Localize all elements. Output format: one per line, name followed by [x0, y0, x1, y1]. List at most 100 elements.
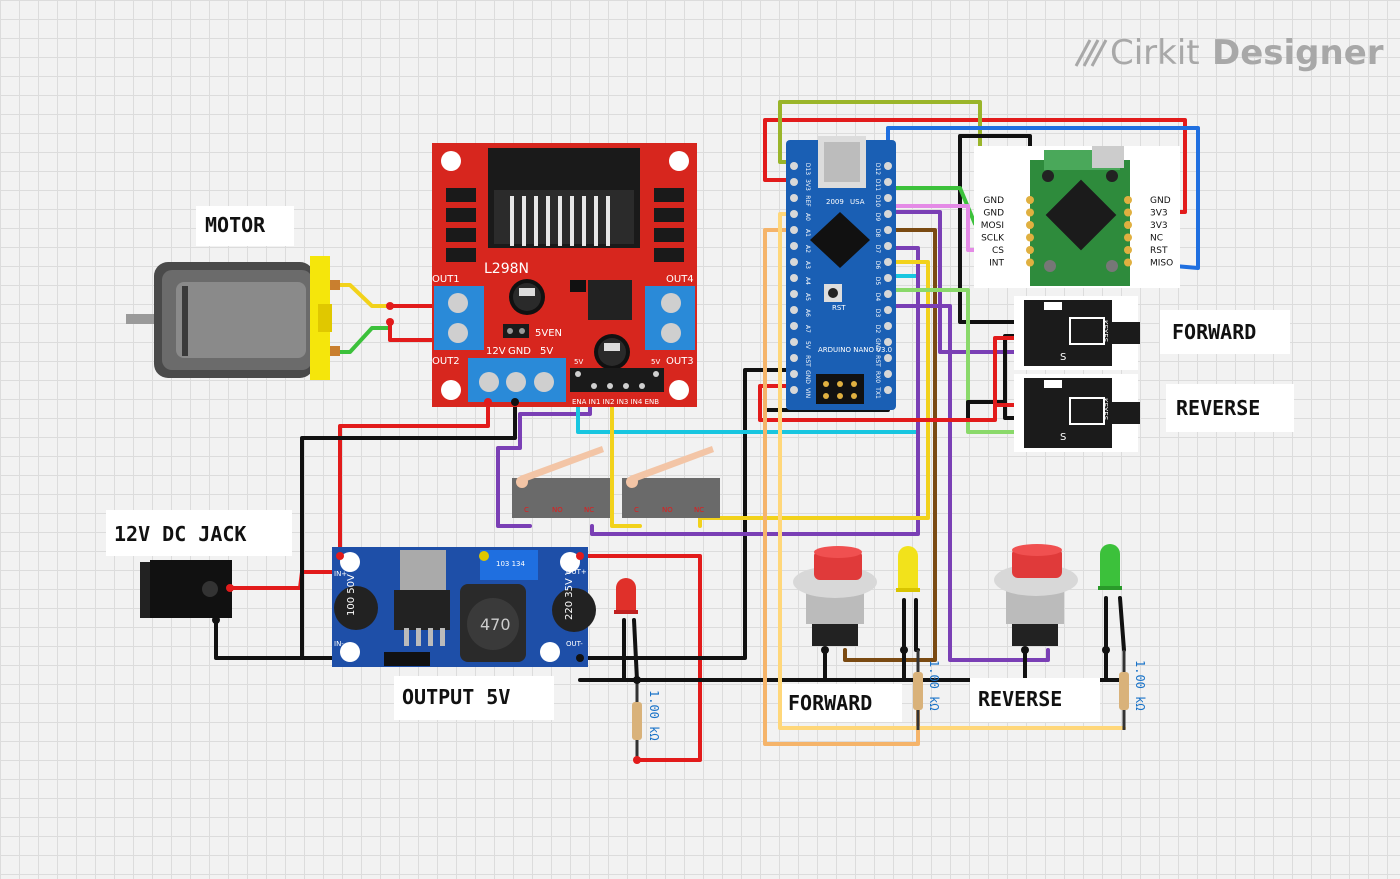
nfc-left-pins-pin-3[interactable]	[1026, 233, 1034, 242]
nfc-right-pins-pin-4[interactable]	[1124, 246, 1132, 254]
l298n-out1: OUT1	[432, 274, 460, 285]
wire-led1-res	[914, 598, 920, 652]
nfc-left-pins-label-3: SCLK	[981, 234, 1005, 244]
motor-label-text: MOTOR	[205, 213, 266, 237]
nfc-right-pins-pin-2[interactable]	[1124, 221, 1132, 229]
buck-in-plus: IN+	[334, 570, 347, 578]
limit-switch-1[interactable]: C NO NC	[512, 446, 610, 518]
nano-right-pins-pin-1[interactable]	[884, 178, 892, 186]
limit-switch-2[interactable]: C NO NC	[622, 446, 720, 518]
nano-left-pins-label-11: 5V	[804, 341, 811, 350]
nfc-right-pins-label-2: 3V3	[1150, 221, 1168, 231]
nano-left-pins-pin-1[interactable]	[790, 178, 798, 186]
nano-left-pins-label-3: A0	[804, 213, 811, 221]
nano-right-pins-pin-6[interactable]	[884, 258, 892, 266]
nfc-left-pins-pin-1[interactable]	[1026, 208, 1034, 217]
nfc-right-pins-pin-5[interactable]	[1124, 258, 1132, 267]
nano-left-pins-pin-14[interactable]	[790, 386, 798, 394]
nano-right-pins-pin-12[interactable]	[884, 354, 892, 362]
l298n-out4: OUT4	[666, 274, 694, 285]
resistor-2[interactable]: 1.00 kΩ	[913, 650, 941, 730]
nano-left-pins-pin-4[interactable]	[790, 226, 798, 234]
reverse-sensor-label: REVERSE	[1166, 384, 1294, 432]
wire-brown	[843, 228, 937, 662]
led-green[interactable]	[1098, 544, 1122, 590]
nano-right-pins-label-14: TX1	[874, 386, 881, 399]
nano-left-pins-pin-6[interactable]	[790, 258, 798, 266]
nano-left-pins-pin-11[interactable]	[790, 338, 798, 346]
wire-purple-l298	[496, 384, 592, 528]
dc-motor[interactable]	[126, 256, 340, 380]
nano-right-pins-label-8: D4	[874, 293, 881, 302]
nano-left-pins-pin-7[interactable]	[790, 274, 798, 282]
nano-left-pins-label-0: D13	[804, 163, 811, 175]
nfc-left-pins-pin-5[interactable]	[1026, 258, 1034, 267]
connection-points	[226, 302, 641, 764]
l298n-driver[interactable]: L298N 5VEN OUT1 OUT2 OUT4 OUT3 12V GND 5…	[432, 143, 697, 407]
nano-right-pins-pin-7[interactable]	[884, 274, 892, 282]
nano-left-pins-pin-9[interactable]	[790, 306, 798, 314]
arduino-nano[interactable]: USA 2009 RST ARDUINO NANO V3.0 D133V3REF…	[786, 136, 896, 410]
wire-led2-res	[1118, 596, 1126, 652]
nano-right-pins-label-10: D2	[874, 325, 881, 334]
l298n-gnd: GND	[508, 346, 531, 357]
buck-converter[interactable]: 100 50V VT 220 35V VT 470 103 134 IN+ IN…	[332, 547, 596, 667]
led-yellow[interactable]	[896, 546, 920, 592]
l298n-ctrl-pins: ENA IN1 IN2 IN3 IN4 ENB	[572, 398, 659, 406]
sw1-nc: NC	[584, 506, 594, 514]
nfc-right-pins-pin-0[interactable]	[1124, 196, 1132, 204]
resistor-3[interactable]: 1.00 kΩ	[1119, 650, 1147, 730]
led-red[interactable]	[614, 578, 638, 614]
nano-right-pins-pin-0[interactable]	[884, 162, 892, 170]
nano-left-pins-pin-0[interactable]	[790, 162, 798, 170]
nfc-left-pins-pin-0[interactable]	[1026, 196, 1034, 204]
l298n-out3: OUT3	[666, 356, 694, 367]
resistor-1[interactable]: 1.00 kΩ	[632, 680, 661, 760]
dc-jack[interactable]	[140, 560, 232, 618]
nano-left-pins-pin-13[interactable]	[790, 370, 798, 378]
nfc-right-pins-label-0: GND	[1150, 196, 1171, 206]
nano-right-pins-pin-11[interactable]	[884, 338, 892, 346]
nfc-right-pins-label-3: NC	[1150, 234, 1163, 244]
control-header[interactable]	[570, 368, 664, 392]
wire-out1-b	[388, 320, 442, 342]
nfc-right-pins-pin-1[interactable]	[1124, 208, 1132, 217]
nano-right-pins-pin-3[interactable]	[884, 210, 892, 218]
nfc-left-pins-label-4: CS	[992, 246, 1004, 256]
sensor-forward[interactable]: KEYES S	[1014, 296, 1140, 370]
nano-left-pins-pin-5[interactable]	[790, 242, 798, 250]
nano-left-pins-pin-10[interactable]	[790, 322, 798, 330]
buck-out-plus: OUT+	[566, 568, 587, 576]
sensor-reverse[interactable]: KEYES S	[1014, 374, 1140, 452]
buck-in-minus: IN-	[334, 640, 344, 648]
wire-purple-d3	[886, 304, 1050, 662]
nano-right-pins-pin-10[interactable]	[884, 322, 892, 330]
nano-left-pins-pin-12[interactable]	[790, 354, 798, 362]
sw1-c: C	[524, 506, 529, 514]
nfc-left-pins-pin-4[interactable]	[1026, 246, 1034, 254]
output-label: OUTPUT 5V	[394, 676, 554, 720]
nano-left-pins-pin-8[interactable]	[790, 290, 798, 298]
nano-right-pins-pin-2[interactable]	[884, 194, 892, 202]
push-button-reverse[interactable]	[994, 544, 1078, 646]
nano-right-pins-pin-8[interactable]	[884, 290, 892, 298]
push-button-forward[interactable]	[793, 546, 877, 646]
nano-right-pins-pin-14[interactable]	[884, 386, 892, 394]
resistor-2-value: 1.00 kΩ	[927, 660, 941, 711]
nano-left-pins-pin-3[interactable]	[790, 210, 798, 218]
nfc-left-pins-pin-2[interactable]	[1026, 221, 1034, 229]
nfc-right-pins-pin-3[interactable]	[1124, 233, 1132, 242]
nano-right-pins-pin-4[interactable]	[884, 226, 892, 234]
wire-yellow-switch	[698, 260, 930, 528]
nano-right-pins-pin-5[interactable]	[884, 242, 892, 250]
wire-buck-gnd	[578, 368, 792, 660]
nano-left-pins-label-1: 3V3	[804, 179, 811, 191]
nano-right-pins-pin-9[interactable]	[884, 306, 892, 314]
nano-right-pins-pin-13[interactable]	[884, 370, 892, 378]
nano-left-pins-pin-2[interactable]	[790, 194, 798, 202]
resistor-1-value: 1.00 kΩ	[647, 690, 661, 741]
brand-name: Cirkit	[1110, 33, 1200, 73]
